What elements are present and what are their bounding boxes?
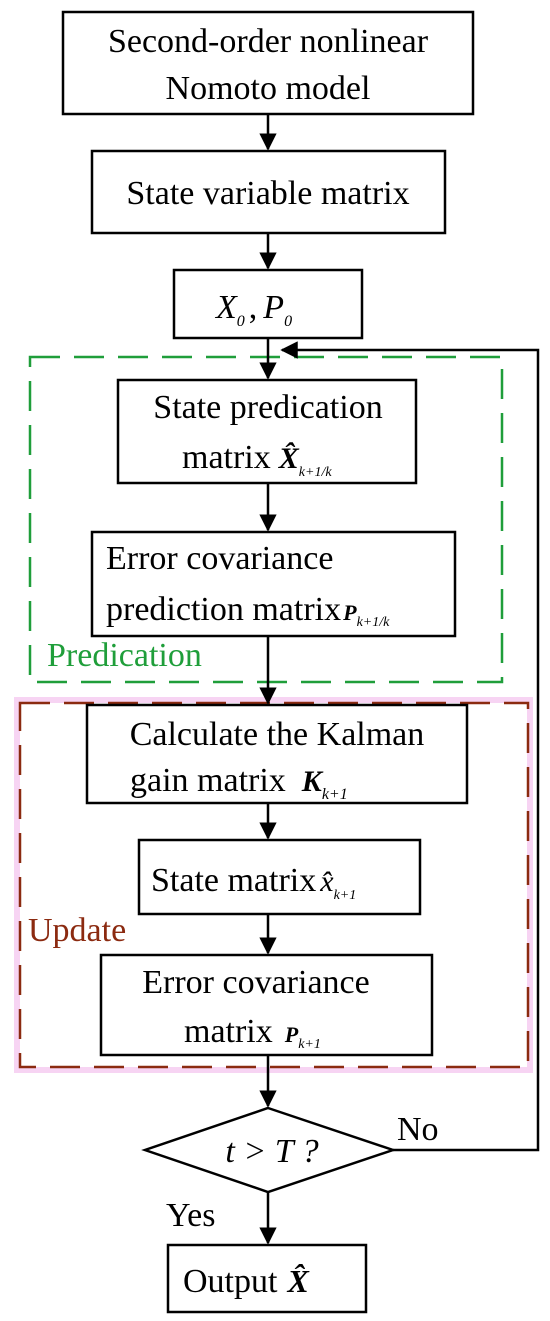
prediction-group-label: Predication <box>47 637 202 674</box>
update-group-label: Update <box>28 912 126 949</box>
edge-decision-no-loop <box>280 341 540 1152</box>
prediction-frame <box>28 355 504 684</box>
node-state-variable: State variable matrix <box>90 149 447 235</box>
node-kalman-gain-line1: Calculate the Kalman <box>130 716 425 753</box>
node-model-line2: Nomoto model <box>166 70 371 107</box>
update-frame <box>18 701 530 1069</box>
node-error-covariance-line1: Error covariance <box>142 964 369 1001</box>
node-error-cov-prediction-line2: prediction matrixPk+1/k <box>106 591 390 630</box>
node-state-variable-label: State variable matrix <box>126 175 409 212</box>
node-decision: t > T ? <box>141 1106 397 1194</box>
node-state-prediction-line1: State predication <box>153 389 382 426</box>
node-init: X0,P0 <box>172 268 364 340</box>
node-error-cov-prediction: Error covariance prediction matrixPk+1/k <box>90 530 457 638</box>
node-model-line1: Second-order nonlinear <box>108 23 429 60</box>
edge-yes-label: Yes <box>166 1197 215 1234</box>
node-model: Second-order nonlinear Nomoto model <box>61 10 475 116</box>
node-error-cov-prediction-line1: Error covariance <box>106 540 333 577</box>
node-init-expression: X0,P0 <box>214 289 292 330</box>
edge-no-label: No <box>397 1111 439 1148</box>
node-decision-label: t > T ? <box>225 1133 318 1170</box>
